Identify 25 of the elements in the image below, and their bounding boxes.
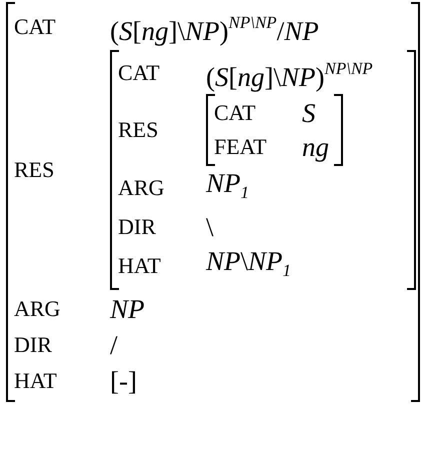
attribute-value-matrix (206, 94, 343, 166)
feature-name: FEAT (214, 133, 267, 161)
feature-value: NP\NP$_{1}$ (206, 245, 292, 282)
feature-name: CAT (214, 99, 256, 127)
feature-value: [-] (110, 365, 138, 398)
feature-name: CAT (118, 59, 160, 87)
feature-name: DIR (118, 213, 156, 241)
feature-name: RES (118, 116, 158, 144)
feature-name: HAT (118, 252, 161, 280)
feature-value: (S[ng]\NP)$^{NP\NP}$/NP (110, 12, 320, 48)
attribute-value-matrix (110, 50, 416, 290)
feature-value: NP$_{1}$ (206, 167, 250, 204)
feature-name: CAT (14, 13, 56, 41)
feature-value: \ (206, 211, 215, 244)
feature-name: ARG (118, 174, 164, 202)
feature-name: DIR (14, 331, 52, 359)
feature-name: ARG (14, 295, 60, 323)
feature-value: NP (110, 293, 146, 326)
feature-value: ng (302, 131, 329, 164)
feature-name: HAT (14, 367, 57, 395)
feature-name: RES (14, 156, 54, 184)
feature-value: (S[ng]\NP)$^{NP\NP}$ (206, 58, 374, 94)
feature-value: S (302, 97, 316, 130)
attribute-value-matrix (6, 2, 420, 402)
feature-value: / (110, 329, 119, 362)
